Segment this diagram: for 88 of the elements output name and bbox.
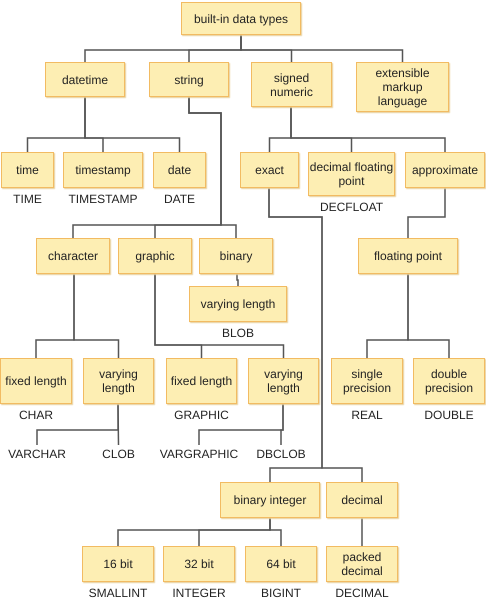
type-box bbox=[358, 238, 458, 274]
sql-type-label: SMALLINT bbox=[88, 586, 148, 600]
type-box bbox=[1, 152, 54, 188]
type-box bbox=[149, 62, 229, 97]
connector-line bbox=[73, 274, 120, 358]
type-name: decimal floating point bbox=[309, 160, 394, 188]
type-name: string bbox=[174, 72, 204, 86]
type-name: time bbox=[16, 163, 39, 177]
connector-line bbox=[407, 188, 446, 238]
type-name: varying length bbox=[263, 367, 304, 395]
sql-type-label: INTEGER bbox=[172, 586, 226, 600]
sql-type-label: TIMESTAMP bbox=[68, 192, 138, 206]
type-name: built-in data types bbox=[194, 12, 288, 26]
sql-type-label: DECFLOAT bbox=[320, 200, 384, 214]
type-box bbox=[83, 358, 154, 404]
type-name: timestamp bbox=[75, 163, 131, 177]
type-name: decimal bbox=[341, 493, 383, 507]
connector-line bbox=[154, 274, 284, 358]
connector-line bbox=[407, 274, 450, 358]
type-box bbox=[0, 358, 72, 404]
type-name: character bbox=[48, 249, 98, 263]
type-name: signed numeric bbox=[269, 70, 314, 98]
type-name: floating point bbox=[374, 249, 442, 263]
type-name: exact bbox=[255, 163, 284, 177]
type-name: double precision bbox=[424, 367, 474, 395]
sql-type-label: REAL bbox=[351, 408, 383, 422]
type-label: VARCHAR bbox=[8, 447, 66, 461]
type-box bbox=[189, 286, 287, 322]
type-label: DBCLOB bbox=[256, 447, 306, 461]
type-box bbox=[245, 546, 317, 582]
type-label: CLOB bbox=[102, 447, 135, 461]
type-box bbox=[82, 546, 154, 582]
type-label: VARGRAPHIC bbox=[160, 447, 238, 461]
sql-type-label: DATE bbox=[164, 192, 196, 206]
type-box bbox=[326, 482, 398, 518]
type-box bbox=[326, 546, 398, 582]
type-box bbox=[331, 358, 403, 404]
type-name: approximate bbox=[412, 163, 478, 177]
connector-line bbox=[117, 404, 120, 446]
type-name: packed decimal bbox=[340, 550, 384, 578]
type-name: binary integer bbox=[234, 493, 306, 507]
connector-line bbox=[269, 518, 282, 546]
type-box bbox=[308, 152, 395, 196]
type-box bbox=[413, 358, 485, 404]
sql-type-label: BLOB bbox=[222, 326, 254, 340]
connector-line bbox=[188, 97, 237, 238]
sql-type-label: DOUBLE bbox=[424, 408, 474, 422]
connector-line bbox=[240, 35, 404, 62]
connector-line bbox=[290, 107, 446, 152]
type-name: 32 bit bbox=[184, 557, 214, 571]
connector-line bbox=[361, 518, 363, 546]
type-name: graphic bbox=[135, 249, 175, 263]
type-box bbox=[181, 2, 301, 35]
type-name: varying length bbox=[98, 367, 139, 395]
sql-type-label: DECIMAL bbox=[335, 586, 389, 600]
type-box bbox=[220, 482, 320, 518]
type-name: datetime bbox=[62, 72, 108, 86]
type-name: 16 bit bbox=[103, 557, 133, 571]
sql-type-label: GRAPHIC bbox=[174, 408, 229, 422]
type-box bbox=[251, 62, 332, 107]
type-box bbox=[45, 62, 125, 97]
connector-line bbox=[84, 97, 180, 152]
type-name: single precision bbox=[342, 367, 392, 395]
sql-type-label: CHAR bbox=[19, 408, 53, 422]
type-box bbox=[240, 152, 299, 188]
type-name: 64 bit bbox=[266, 557, 296, 571]
type-name: fixed length bbox=[5, 374, 67, 388]
type-box bbox=[36, 238, 110, 274]
type-box bbox=[63, 152, 143, 188]
connector-line bbox=[236, 274, 239, 286]
type-name: binary bbox=[220, 249, 252, 263]
sql-type-label: TIME bbox=[13, 192, 42, 206]
type-name: fixed length bbox=[170, 374, 232, 388]
type-box bbox=[356, 62, 449, 112]
type-box bbox=[153, 152, 206, 188]
type-box bbox=[163, 546, 235, 582]
connector-line bbox=[268, 188, 363, 482]
type-name: extensible markup language bbox=[374, 66, 431, 108]
type-box bbox=[248, 358, 319, 404]
type-name: varying length bbox=[200, 297, 276, 311]
connector-line bbox=[280, 404, 284, 445]
type-box bbox=[166, 358, 237, 404]
type-name: date bbox=[168, 163, 192, 177]
type-box bbox=[405, 152, 485, 188]
type-box bbox=[118, 238, 192, 274]
sql-type-label: BIGINT bbox=[261, 586, 301, 600]
connector-line bbox=[36, 404, 119, 445]
type-box bbox=[199, 238, 273, 274]
